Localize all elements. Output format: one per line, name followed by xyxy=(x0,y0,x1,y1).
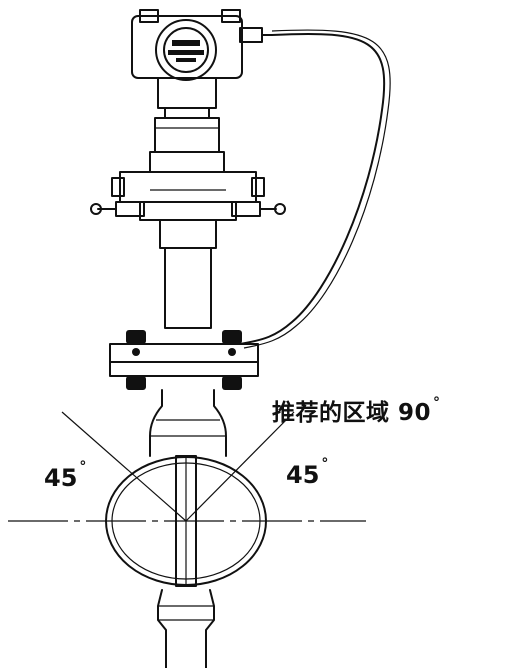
pipe-upper-body xyxy=(149,389,227,457)
recommended-zone-label: 推荐的区域 90° xyxy=(272,395,441,426)
signal-cable xyxy=(239,32,386,345)
transmitter-head xyxy=(131,9,273,81)
angle-line-right xyxy=(185,411,295,522)
angle-right-label: 45° xyxy=(286,456,329,489)
pipe-lower-body xyxy=(157,589,215,668)
angle-line-left xyxy=(61,411,187,522)
impulse-tube xyxy=(159,219,217,329)
signal-cable-inner xyxy=(243,29,391,349)
valve-manifold xyxy=(90,171,286,221)
pipe-flange xyxy=(109,330,259,390)
angle-left-label: 45° xyxy=(44,459,87,492)
transmitter-neck xyxy=(149,77,225,173)
